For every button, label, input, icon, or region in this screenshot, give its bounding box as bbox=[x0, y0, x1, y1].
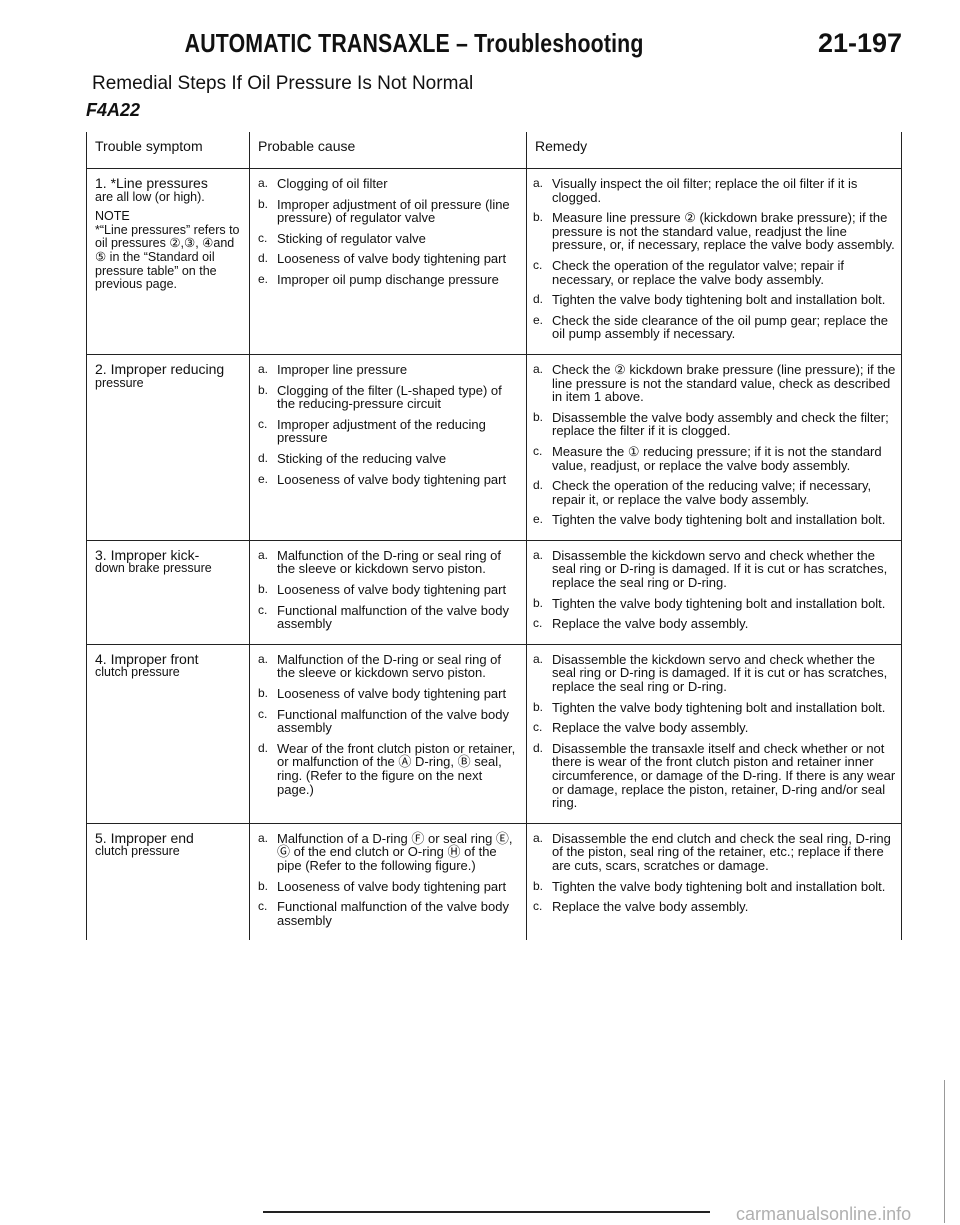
footer-divider bbox=[263, 1211, 710, 1213]
cause-cell: a.Malfunction of the D-ring or seal ring… bbox=[249, 539, 527, 645]
list-item: c.Functional malfunction of the valve bo… bbox=[258, 706, 509, 736]
remedy-cell: a.Check the ② kickdown brake pressure (l… bbox=[526, 353, 902, 541]
list-item: a.Improper line pressure bbox=[258, 361, 408, 377]
symptom-detail: pressure bbox=[95, 375, 144, 390]
list-item: b.Looseness of valve body tightening par… bbox=[258, 878, 507, 894]
list-item: a.Disassemble the end clutch and check t… bbox=[533, 830, 891, 873]
list-item: e.Tighten the valve body tightening bolt… bbox=[533, 512, 886, 528]
list-item: a.Malfunction of the D-ring or seal ring… bbox=[258, 547, 501, 577]
table-row: 1. *Line pressures are all low (or high)… bbox=[86, 168, 902, 355]
symptom-title: 5. Improper end bbox=[95, 829, 194, 846]
cause-cell: a.Malfunction of the D-ring or seal ring… bbox=[249, 643, 527, 824]
section-title: Remedial Steps If Oil Pressure Is Not No… bbox=[92, 73, 474, 94]
list-item: b.Tighten the valve body tightening bolt… bbox=[533, 878, 886, 894]
page-number: 21-197 bbox=[818, 28, 903, 58]
remedy-cell: a.Visually inspect the oil filter; repla… bbox=[526, 168, 902, 355]
list-item: e.Looseness of valve body tightening par… bbox=[258, 471, 507, 487]
list-item: b.Looseness of valve body tightening par… bbox=[258, 582, 507, 598]
cause-cell: a.Clogging of oil filter b.Improper adju… bbox=[249, 168, 527, 355]
cause-cell: a.Malfunction of a D-ring Ⓕ or seal ring… bbox=[249, 822, 527, 941]
list-item: c.Replace the valve body assembly. bbox=[533, 899, 749, 915]
list-item: c.Sticking of regulator valve bbox=[258, 230, 426, 246]
list-item: b.Clogging of the filter (L-shaped type)… bbox=[258, 382, 502, 412]
list-item: b.Tighten the valve body tightening bolt… bbox=[533, 699, 886, 715]
list-item: c.Functional malfunction of the valve bo… bbox=[258, 602, 509, 632]
list-item: b.Measure line pressure ② (kickdown brak… bbox=[533, 210, 895, 253]
list-item: d.Wear of the front clutch piston or ret… bbox=[258, 740, 516, 797]
column-header-symptom: Trouble symptom bbox=[86, 132, 250, 169]
remedy-cell: a.Disassemble the kickdown servo and che… bbox=[526, 539, 902, 645]
list-item: c.Measure the ① reducing pressure; if it… bbox=[533, 443, 882, 473]
symptom-title: 3. Improper kick- bbox=[95, 546, 200, 563]
remedy-cell: a.Disassemble the end clutch and check t… bbox=[526, 822, 902, 941]
symptom-title: 4. Improper front bbox=[95, 650, 199, 667]
margin-rule bbox=[944, 1080, 945, 1223]
page-header: AUTOMATIC TRANSAXLE – Troubleshooting 21… bbox=[0, 28, 960, 68]
list-item: a.Clogging of oil filter bbox=[258, 176, 388, 191]
symptom-detail: clutch pressure bbox=[95, 844, 180, 859]
symptom-detail: clutch pressure bbox=[95, 665, 180, 680]
table-row: 3. Improper kick- down brake pressure a.… bbox=[86, 539, 902, 645]
list-item: a.Check the ② kickdown brake pressure (l… bbox=[533, 361, 896, 405]
list-item: d.Check the operation of the reducing va… bbox=[533, 478, 872, 507]
table-header-row: Trouble symptom Probable cause Remedy bbox=[86, 132, 902, 169]
list-item: b.Disassemble the valve body assembly an… bbox=[533, 409, 889, 439]
list-item: b.Tighten the valve body tightening bolt… bbox=[533, 595, 886, 611]
list-item: e.Improper oil pump dischange pressure bbox=[258, 271, 499, 287]
list-item: c.Improper adjustment of the reducing pr… bbox=[258, 416, 486, 446]
note-label: NOTE bbox=[95, 209, 130, 224]
symptom-title: 2. Improper reducing bbox=[95, 360, 225, 377]
list-item: d.Sticking of the reducing valve bbox=[258, 450, 447, 466]
list-item: c.Replace the valve body assembly. bbox=[533, 616, 749, 632]
list-item: a.Disassemble the kickdown servo and che… bbox=[533, 651, 888, 695]
troubleshooting-table-container: Trouble symptom Probable cause Remedy 1.… bbox=[86, 132, 902, 1154]
list-item: c.Check the operation of the regulator v… bbox=[533, 257, 844, 287]
model-code: F4A22 bbox=[86, 100, 141, 120]
table-row: 2. Improper reducing pressure a.Improper… bbox=[86, 353, 902, 541]
symptom-detail: down brake pressure bbox=[95, 561, 212, 576]
symptom-detail: are all low (or high). bbox=[95, 189, 205, 204]
page-title: AUTOMATIC TRANSAXLE – Troubleshooting bbox=[184, 28, 644, 58]
symptom-cell: 4. Improper front clutch pressure bbox=[86, 643, 250, 824]
symptom-cell: 1. *Line pressures are all low (or high)… bbox=[86, 168, 250, 355]
list-item: b.Looseness of valve body tightening par… bbox=[258, 686, 507, 702]
table-row: 4. Improper front clutch pressure a.Malf… bbox=[86, 643, 902, 824]
symptom-cell: 2. Improper reducing pressure bbox=[86, 353, 250, 541]
list-item: c.Replace the valve body assembly. bbox=[533, 720, 749, 736]
list-item: d.Looseness of valve body tightening par… bbox=[258, 251, 507, 267]
column-header-remedy: Remedy bbox=[526, 132, 902, 169]
list-item: c.Functional malfunction of the valve bo… bbox=[258, 899, 509, 928]
column-header-cause: Probable cause bbox=[249, 132, 527, 169]
list-item: a.Malfunction of the D-ring or seal ring… bbox=[258, 651, 501, 681]
list-item: e.Check the side clearance of the oil pu… bbox=[533, 312, 889, 342]
list-item: a.Malfunction of a D-ring Ⓕ or seal ring… bbox=[258, 830, 513, 873]
list-item: d.Tighten the valve body tightening bolt… bbox=[533, 292, 886, 308]
footer-watermark: carmanualsonline.info bbox=[736, 1204, 912, 1224]
remedy-cell: a.Disassemble the kickdown servo and che… bbox=[526, 643, 902, 824]
note-text: *“Line pressures” refers to oil pressure… bbox=[95, 222, 240, 292]
table-row: 5. Improper end clutch pressure a.Malfun… bbox=[86, 822, 902, 941]
list-item: b.Improper adjustment of oil pressure (l… bbox=[258, 196, 510, 226]
list-item: a.Disassemble the kickdown servo and che… bbox=[533, 547, 888, 591]
list-item: a.Visually inspect the oil filter; repla… bbox=[533, 176, 858, 205]
cause-cell: a.Improper line pressure b.Clogging of t… bbox=[249, 353, 527, 541]
symptom-title: 1. *Line pressures bbox=[95, 175, 208, 191]
symptom-cell: 5. Improper end clutch pressure bbox=[86, 822, 250, 941]
symptom-cell: 3. Improper kick- down brake pressure bbox=[86, 539, 250, 645]
list-item: d.Disassemble the transaxle itself and c… bbox=[533, 740, 896, 811]
troubleshooting-table: Trouble symptom Probable cause Remedy 1.… bbox=[86, 132, 902, 941]
